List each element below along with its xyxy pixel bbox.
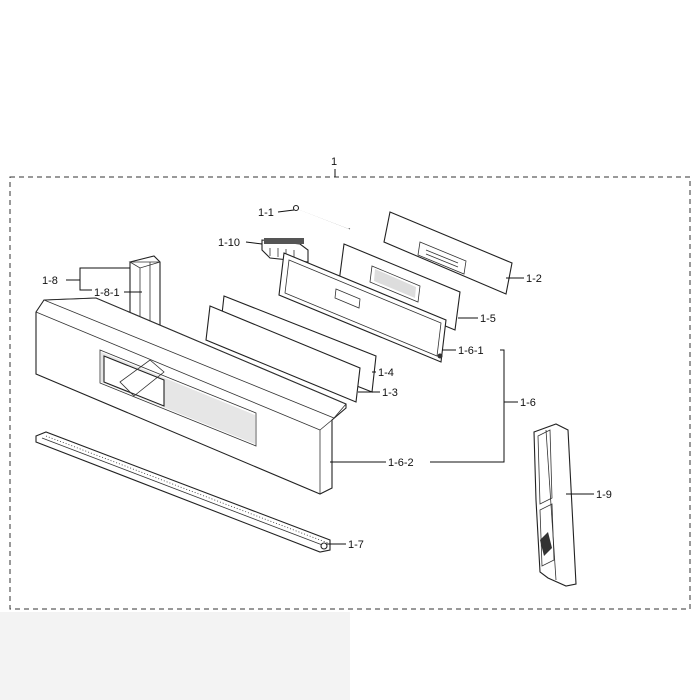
part-1-10-connector — [261, 238, 309, 263]
callout-1-3: 1-3 — [382, 387, 398, 399]
assembly-boundary — [9, 176, 691, 610]
callout-1-9: 1-9 — [596, 489, 612, 501]
part-1-1-rod — [292, 204, 351, 230]
part-1-6-2-control-panel — [35, 297, 347, 495]
part-1-6-1-window-frame — [278, 252, 447, 363]
part-1-5-pcb-frame — [338, 243, 461, 331]
part-1-9-side-bracket — [533, 423, 577, 587]
part-1-7-trim-strip — [35, 431, 331, 553]
leader-1-10 — [245, 241, 263, 245]
assembly-label: 1 — [331, 156, 337, 168]
leader-1-1 — [277, 209, 295, 213]
callout-1-6-1: 1-6-1 — [458, 345, 484, 357]
callout-1-2: 1-2 — [526, 273, 542, 285]
callout-1-5: 1-5 — [480, 313, 496, 325]
callout-1-8: 1-8 — [42, 275, 58, 287]
callout-1-6-2: 1-6-2 — [388, 457, 414, 469]
callout-1-6: 1-6 — [520, 397, 536, 409]
callout-1-8-1: 1-8-1 — [94, 287, 120, 299]
callout-1-4: 1-4 — [378, 367, 394, 379]
callout-1-10: 1-10 — [218, 237, 240, 249]
callout-1-7: 1-7 — [348, 539, 364, 551]
part-1-3-overlay — [205, 305, 361, 403]
leader-1-8-bracket — [79, 267, 130, 291]
leader-1-6-bracket — [430, 349, 505, 463]
part-1-2-back-plate — [383, 211, 513, 295]
callout-1-1: 1-1 — [258, 207, 274, 219]
scan-smudge — [0, 612, 350, 700]
